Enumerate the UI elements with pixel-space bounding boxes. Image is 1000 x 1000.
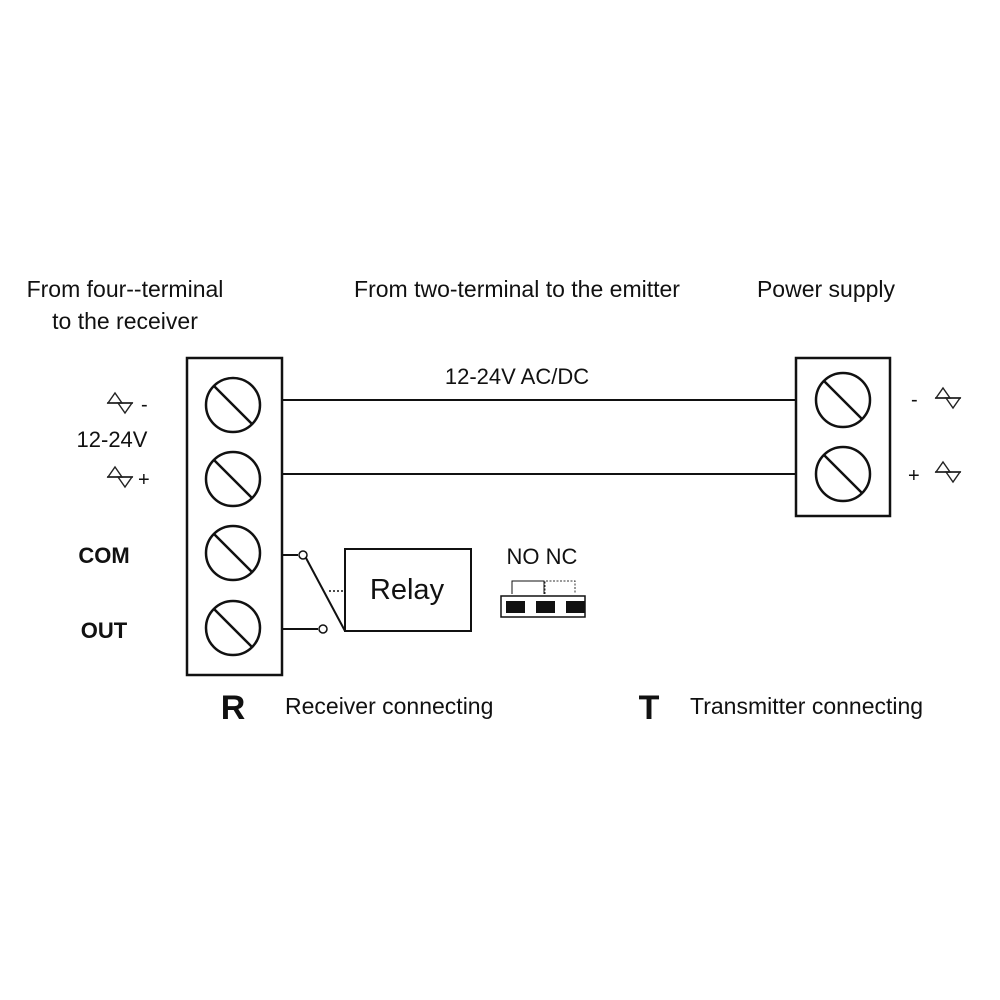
screw-terminal-icon (204, 524, 262, 582)
power-plus-sign: + (908, 465, 920, 487)
receiver-plus-sign: + (138, 469, 150, 491)
ac-dc-symbol-icon (106, 392, 134, 414)
screw-terminal-icon (814, 445, 872, 503)
screw-terminal-icon (204, 450, 262, 508)
transmitter-legend-text: Transmitter connecting (690, 693, 923, 719)
power-supply-heading: Power supply (757, 276, 896, 302)
screw-terminal-icon (204, 376, 262, 434)
screw-terminal-icon (204, 599, 262, 657)
receiver-terminal-block (185, 356, 284, 677)
emitter-heading: From two-terminal to the emitter (354, 276, 680, 302)
transmitter-letter: T (639, 689, 660, 727)
jumper-pins-icon (500, 580, 586, 618)
receiver-letter: R (221, 689, 246, 727)
power-minus-sign: - (911, 389, 918, 411)
power-terminal-block (794, 356, 892, 518)
wire-voltage-label: 12-24V AC/DC (445, 364, 589, 389)
screw-terminal-icon (814, 371, 872, 429)
out-label: OUT (81, 618, 128, 643)
ac-dc-symbol-icon (934, 387, 962, 409)
ac-dc-symbol-icon (106, 466, 134, 488)
com-label: COM (78, 543, 129, 568)
relay-label: Relay (370, 574, 445, 606)
relay-box (344, 548, 472, 632)
jumper-label: NO NC (507, 544, 578, 569)
receiver-minus-sign: - (141, 394, 148, 416)
receiver-heading-line2: to the receiver (52, 308, 198, 334)
relay-switch (282, 550, 346, 634)
receiver-legend-text: Receiver connecting (285, 693, 493, 719)
receiver-voltage-label: 12-24V (77, 427, 148, 452)
ac-dc-symbol-icon (934, 461, 962, 483)
receiver-heading-line1: From four--terminal (27, 276, 224, 302)
